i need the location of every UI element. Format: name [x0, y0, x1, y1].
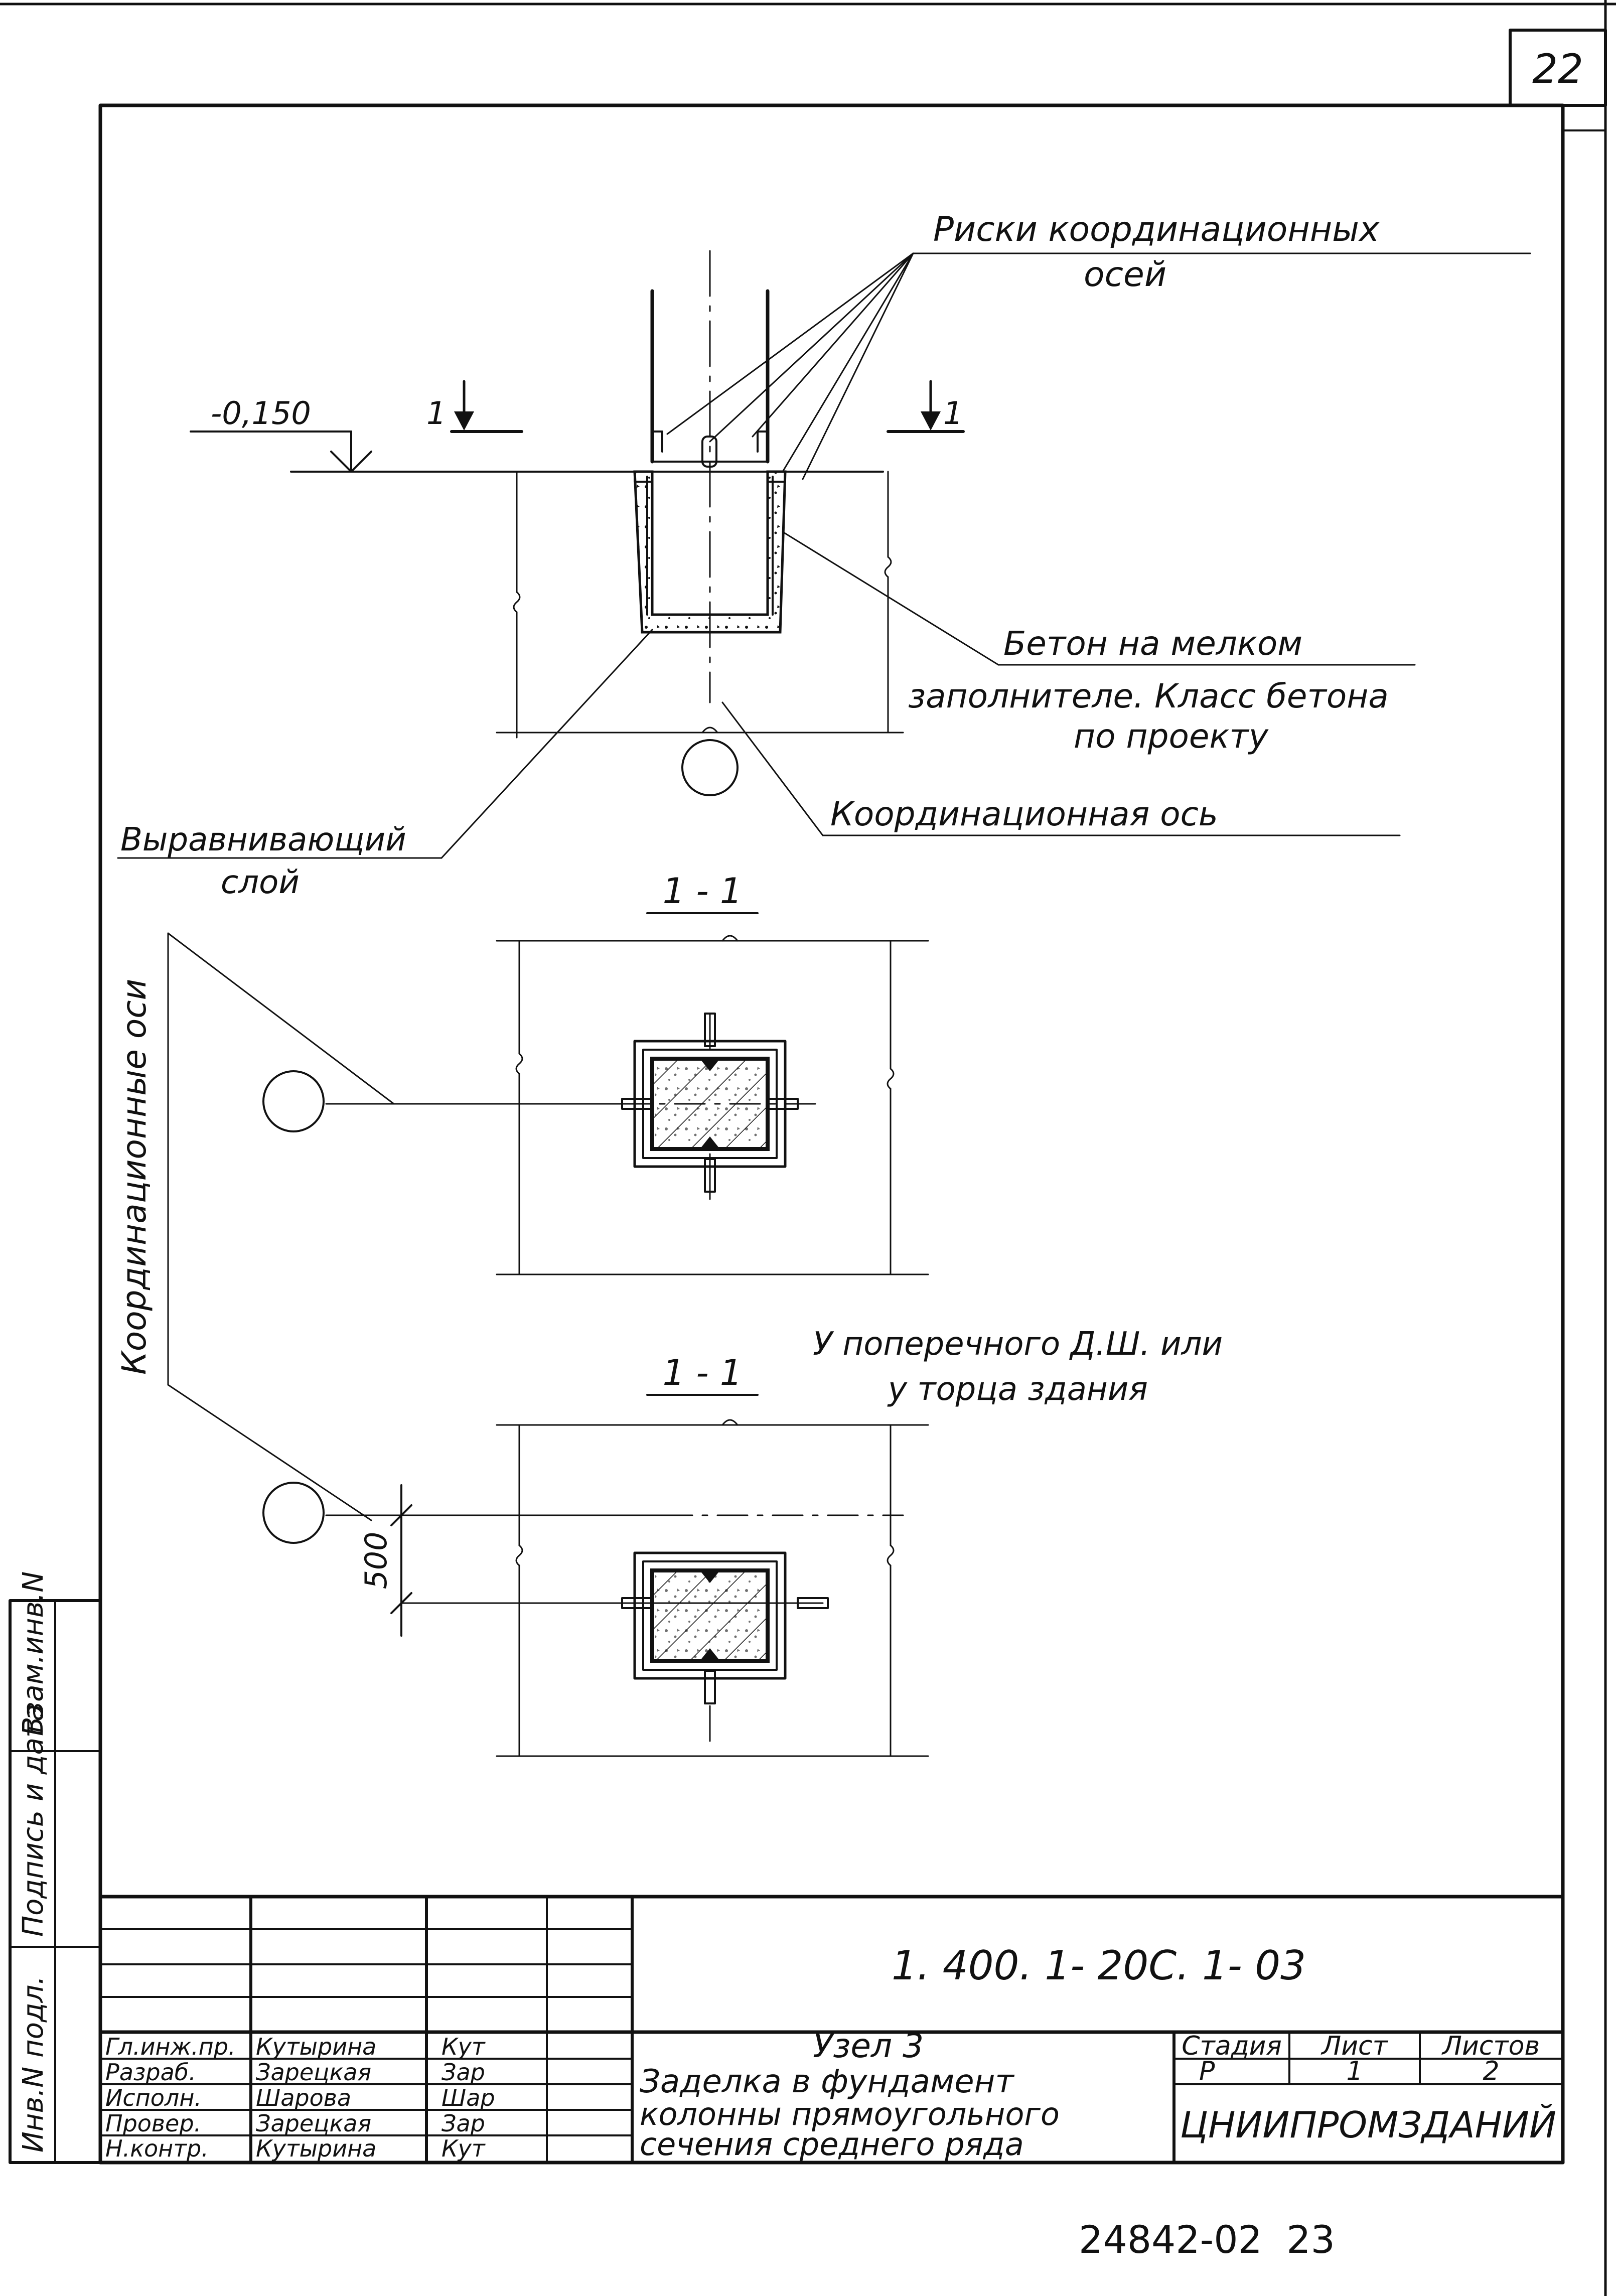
note-line-1: У поперечного Д.Ш. или	[813, 1326, 1223, 1363]
title-line-2: Заделка в фундамент	[640, 2063, 1014, 2100]
stamp-vzam-inv: Взам.инв.N	[17, 1571, 50, 1736]
elevation-view: -0,150 1 1 Риски координационных осей Бе…	[117, 210, 1531, 901]
role-name: Кутырина	[256, 2135, 376, 2162]
role-name: Зарецкая	[256, 2059, 371, 2086]
label-leveling-2: слой	[221, 864, 300, 901]
label-axis-marks-2: осей	[1084, 255, 1166, 295]
coord-axes-leader: Координационные оси	[115, 932, 395, 1521]
label-axis-marks-1: Риски координационных	[933, 210, 1380, 249]
role-label: Разраб.	[105, 2059, 196, 2086]
role-name: Зарецкая	[256, 2110, 371, 2137]
title-block: 1. 400. 1- 20С. 1- 03 Узел 3 Заделка в ф…	[98, 1895, 1565, 2165]
label-leveling-1: Выравнивающий	[120, 821, 406, 858]
role-name: Шарова	[256, 2084, 351, 2111]
section-mark-left: 1	[426, 395, 446, 432]
title-line-3: колонны прямоугольного	[640, 2096, 1060, 2132]
label-concrete-3: по проекту	[1074, 717, 1269, 756]
axis-bubble-upper	[262, 1070, 325, 1132]
sheets-header: Листов	[1441, 2031, 1540, 2061]
stamp-inv-podl: Инв.N подл.	[17, 1976, 50, 2152]
page-footer: 24842-02 23	[1079, 2217, 1335, 2262]
axis-bubble-elevation	[681, 739, 739, 796]
roles-table: Гл.инж.пр. Кутырина Кут Разраб. Зарецкая…	[105, 2033, 495, 2162]
organization: ЦНИИПРОМЗДАНИЙ	[1180, 2104, 1556, 2146]
label-concrete-1: Бетон на мелком	[1003, 624, 1302, 663]
sheet-header: Лист	[1320, 2031, 1388, 2061]
section-title-upper: 1 - 1	[663, 871, 743, 912]
section-view-upper: 1 - 1	[262, 871, 929, 1275]
sheet-number: 22	[1532, 46, 1583, 92]
section-view-lower: 1 - 1 У поперечного Д.Ш. или у торца зда…	[262, 1326, 1223, 1757]
role-label: Исполн.	[105, 2084, 202, 2111]
section-mark-right: 1	[943, 395, 963, 432]
dimension-500: 500	[359, 1532, 394, 1590]
drawing-frame	[98, 103, 1565, 2165]
stage-header: Стадия	[1182, 2031, 1282, 2061]
role-signature: Кут	[442, 2135, 486, 2162]
role-signature: Зар	[442, 2059, 485, 2086]
stage-value: Р	[1199, 2056, 1215, 2086]
role-label: Н.контр.	[105, 2135, 209, 2162]
role-signature: Кут	[442, 2033, 486, 2060]
role-label: Гл.инж.пр.	[105, 2033, 236, 2060]
title-line-4: сечения среднего ряда	[640, 2126, 1024, 2163]
axis-bubble-lower	[262, 1482, 325, 1544]
note-line-2: у торца здания	[887, 1371, 1148, 1408]
label-concrete-2: заполнителе. Класс бетона	[908, 677, 1389, 715]
sheet-number-box: 22	[1509, 29, 1607, 107]
sheets-value: 2	[1483, 2056, 1499, 2086]
section-title-lower: 1 - 1	[663, 1352, 743, 1393]
role-label: Провер.	[105, 2110, 201, 2137]
title-line-1: Узел 3	[813, 2027, 924, 2065]
sheet-value: 1	[1346, 2056, 1363, 2086]
label-coord-axes-vertical: Координационные оси	[115, 979, 154, 1375]
document-code: 1. 400. 1- 20С. 1- 03	[892, 1942, 1306, 1989]
side-stamp: Взам.инв.N Подпись и дата Инв.N подл.	[9, 1571, 102, 2164]
role-signature: Зар	[442, 2110, 485, 2137]
stamp-signature-date: Подпись и дата	[17, 1704, 50, 1937]
label-coord-axis: Координационная ось	[830, 795, 1218, 833]
role-signature: Шар	[442, 2084, 495, 2111]
role-name: Кутырина	[256, 2033, 376, 2060]
elevation-label: -0,150	[211, 395, 311, 432]
